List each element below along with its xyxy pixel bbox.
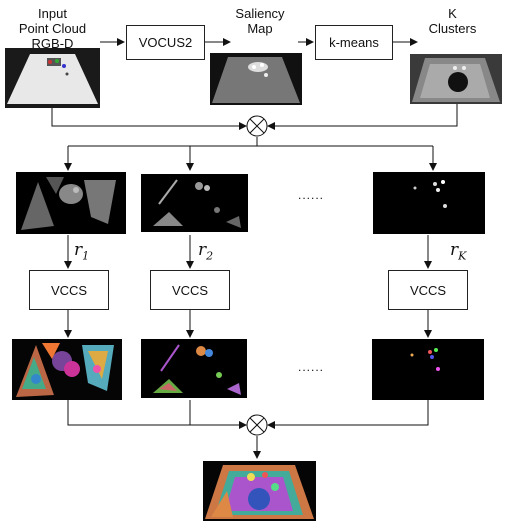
mask-image-1 (16, 172, 126, 234)
mask-image-k (373, 172, 485, 234)
vccs-box-k: VCCS (388, 270, 468, 310)
bottom-operator-icon (246, 414, 268, 436)
vocus-box: VOCUS2 (126, 25, 205, 60)
ellipsis-top: ...... (298, 188, 325, 202)
rk-label: rK (450, 240, 467, 263)
line-clusters-to-operator (267, 103, 458, 130)
ellipsis-bottom: ...... (298, 360, 325, 374)
r2-label: r2 (198, 240, 214, 263)
vccs-box-2: VCCS (150, 270, 230, 310)
r1-label: r1 (74, 240, 90, 263)
vccs-box-1: VCCS (29, 270, 109, 310)
clusters-label: K Clusters (428, 6, 477, 36)
top-operator-icon (246, 115, 268, 137)
mask-image-2 (141, 174, 248, 232)
line-input-to-operator (51, 108, 247, 130)
vccs-output-image-k (372, 339, 484, 400)
final-output-image (203, 461, 316, 521)
input-label: Input Point Cloud RGB-D (18, 6, 87, 51)
saliency-label: Saliency Map (235, 6, 285, 36)
vccs-output-image-2 (141, 339, 247, 398)
k-clusters-image (410, 54, 502, 104)
input-point-cloud-image (5, 48, 100, 108)
kmeans-box: k-means (315, 25, 393, 60)
saliency-map-image (210, 53, 302, 105)
vccs-output-image-1 (12, 339, 122, 400)
